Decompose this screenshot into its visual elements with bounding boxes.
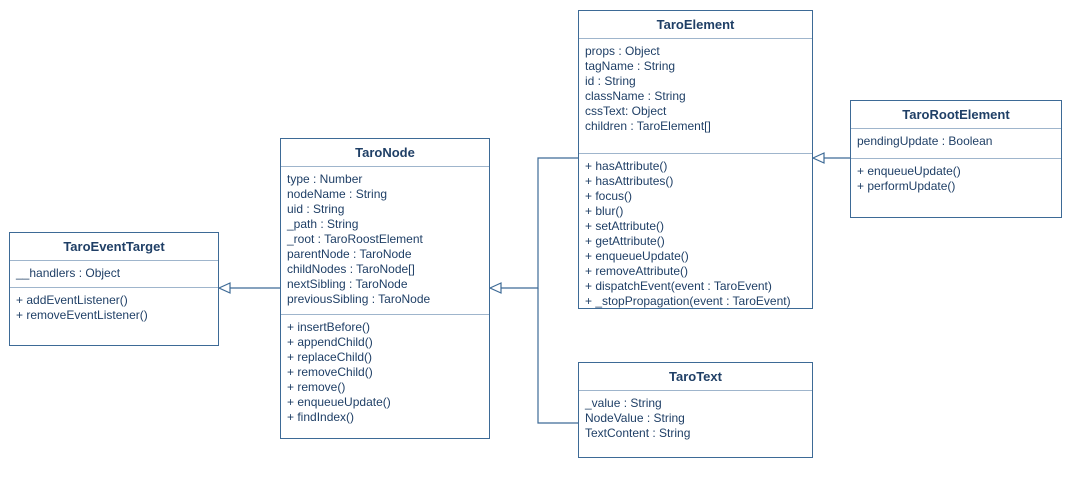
- method: + enqueueUpdate(): [287, 395, 391, 409]
- class-title: TaroRootElement: [851, 101, 1061, 129]
- method: + hasAttribute(): [585, 159, 668, 173]
- method: + removeEventListener(): [16, 308, 148, 322]
- class-taro-event-target: TaroEventTarget __handlers : Object + ad…: [9, 232, 219, 346]
- attribute: _root : TaroRoostElement: [287, 232, 423, 246]
- attribute: id : String: [585, 74, 636, 88]
- method: + performUpdate(): [857, 179, 956, 193]
- class-taro-root-element: TaroRootElement pendingUpdate : Boolean …: [850, 100, 1062, 218]
- attribute: NodeValue : String: [585, 411, 685, 425]
- attribute: type : Number: [287, 172, 363, 186]
- class-taro-element: TaroElement props : Object tagName : Str…: [578, 10, 813, 309]
- method: + hasAttributes(): [585, 174, 674, 188]
- class-title: TaroText: [579, 363, 812, 391]
- arrowhead-node: [488, 282, 502, 294]
- methods-section: + insertBefore() + appendChild() + repla…: [281, 315, 489, 425]
- class-title: TaroEventTarget: [10, 233, 218, 261]
- attribute: nextSibling : TaroNode: [287, 277, 408, 291]
- attribute: _path : String: [287, 217, 359, 231]
- method: + focus(): [585, 189, 633, 203]
- method: + addEventListener(): [16, 293, 128, 307]
- methods-section: + hasAttribute() + hasAttributes() + foc…: [579, 154, 812, 309]
- method: + enqueueUpdate(): [585, 249, 689, 263]
- attribute: TextContent : String: [585, 426, 691, 440]
- method: + getAttribute(): [585, 234, 665, 248]
- attribute: parentNode : TaroNode: [287, 247, 412, 261]
- class-title: TaroElement: [579, 11, 812, 39]
- method: + blur(): [585, 204, 624, 218]
- attribute: props : Object: [585, 44, 660, 58]
- method: + insertBefore(): [287, 320, 371, 334]
- method: + enqueueUpdate(): [857, 164, 961, 178]
- attribute: pendingUpdate : Boolean: [857, 134, 993, 148]
- method: + dispatchEvent(event : TaroEvent): [585, 279, 772, 293]
- method: + setAttribute(): [585, 219, 665, 233]
- attribute: __handlers : Object: [16, 266, 121, 280]
- arrowhead-event-target: [217, 282, 231, 294]
- attribute: tagName : String: [585, 59, 676, 73]
- attribute: children : TaroElement[]: [585, 119, 711, 133]
- class-taro-text: TaroText _value : String NodeValue : Str…: [578, 362, 813, 458]
- method: + removeAttribute(): [585, 264, 689, 278]
- attribute: cssText: Object: [585, 104, 667, 118]
- attributes-section: __handlers : Object: [10, 261, 218, 288]
- method: + appendChild(): [287, 335, 373, 349]
- attributes-section: type : Number nodeName : String uid : St…: [281, 167, 489, 315]
- edge-element-to-node: [501, 157, 578, 289]
- attribute: _value : String: [585, 396, 662, 410]
- methods-section: + addEventListener() + removeEventListen…: [10, 288, 218, 323]
- attribute: previousSibling : TaroNode: [287, 292, 431, 306]
- attributes-section: _value : String NodeValue : String TextC…: [579, 391, 812, 441]
- methods-section: + enqueueUpdate() + performUpdate(): [851, 159, 1061, 194]
- attribute: nodeName : String: [287, 187, 388, 201]
- method: + _stopPropagation(event : TaroEvent): [585, 294, 791, 308]
- attribute: className : String: [585, 89, 686, 103]
- edge-text-to-node: [537, 288, 578, 424]
- attributes-section: props : Object tagName : String id : Str…: [579, 39, 812, 154]
- method: + findIndex(): [287, 410, 355, 424]
- attributes-section: pendingUpdate : Boolean: [851, 129, 1061, 159]
- attribute: childNodes : TaroNode[]: [287, 262, 415, 276]
- method: + removeChild(): [287, 365, 373, 379]
- attribute: uid : String: [287, 202, 345, 216]
- method: + remove(): [287, 380, 346, 394]
- arrowhead-element: [811, 152, 825, 164]
- class-title: TaroNode: [281, 139, 489, 167]
- method: + replaceChild(): [287, 350, 373, 364]
- class-taro-node: TaroNode type : Number nodeName : String…: [280, 138, 490, 439]
